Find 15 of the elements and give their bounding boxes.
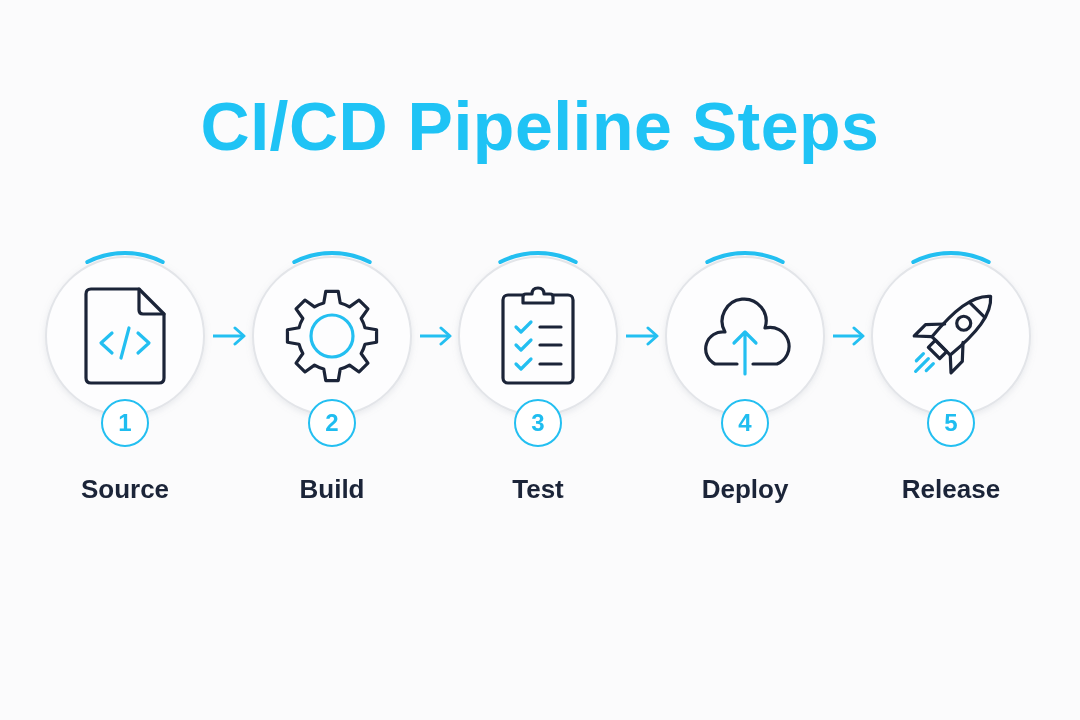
diagram-title: CI/CD Pipeline Steps [200,87,880,166]
step-label: Test [512,473,564,505]
step-label: Deploy [701,473,789,505]
step-label: Release [901,473,1001,505]
step-number-badge: 2 [308,399,356,447]
step-number-badge: 4 [721,399,769,447]
step-number-badge: 1 [101,399,149,447]
step-number-badge: 3 [514,399,562,447]
arrow [213,326,246,346]
step-number-badge: 5 [927,399,975,447]
step-label: Build [299,473,365,505]
arrow [420,326,452,346]
step-label: Source [80,473,170,505]
arrow [626,326,659,346]
arrow [833,326,865,346]
